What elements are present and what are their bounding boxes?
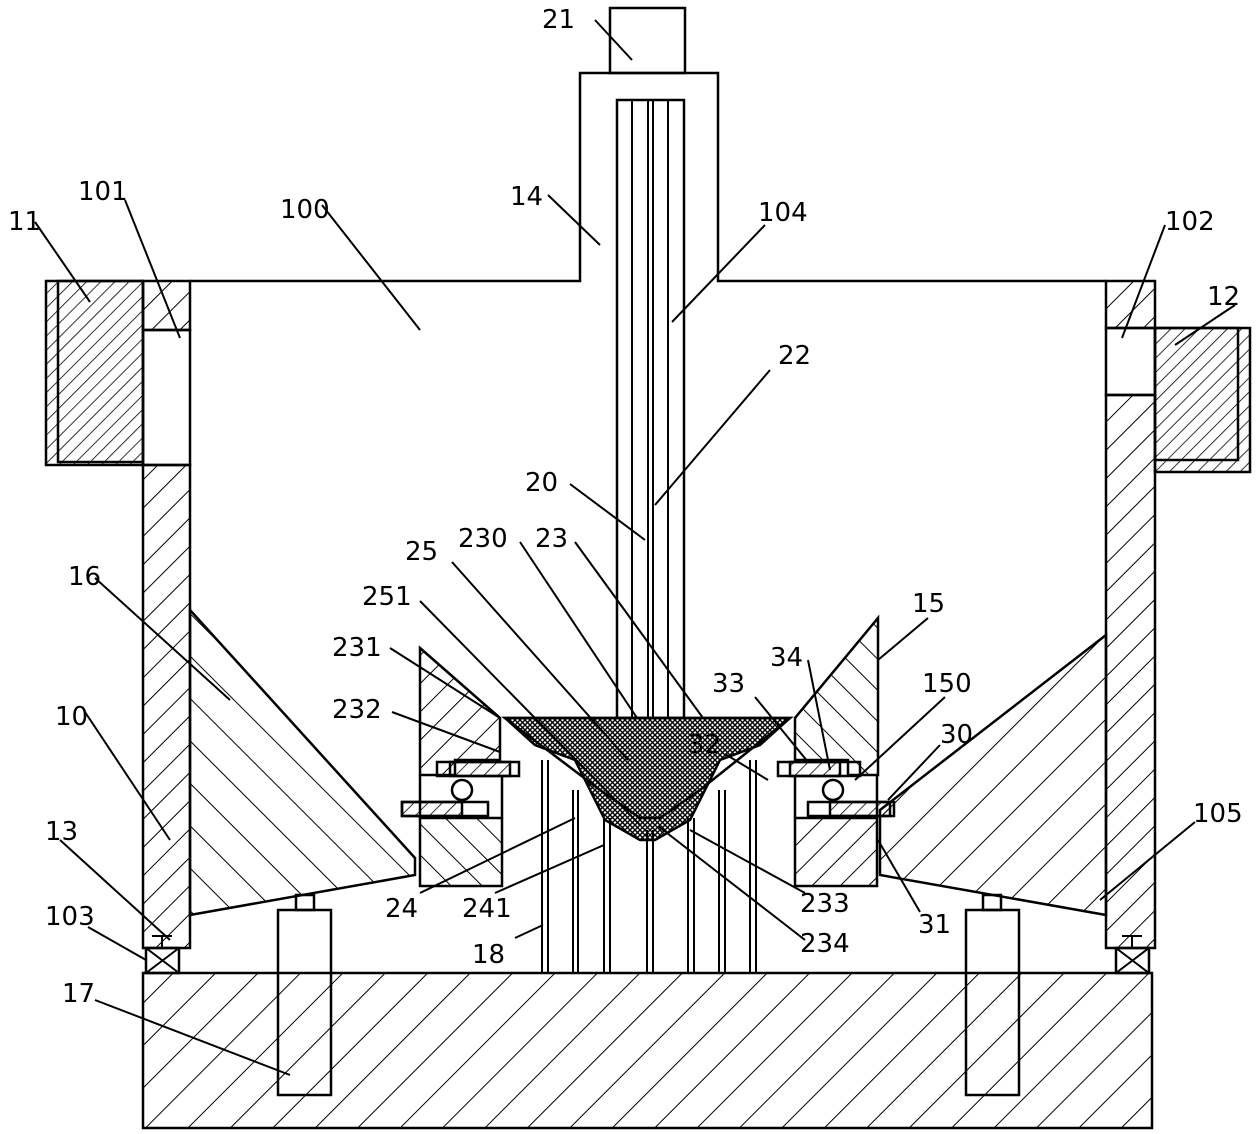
label-23: 23 — [535, 524, 568, 554]
reference-labels: 21 14 104 100 11 101 102 12 22 20 25 230… — [8, 5, 1243, 1009]
label-11: 11 — [8, 207, 41, 237]
casing-wall — [141, 279, 1157, 975]
label-233: 233 — [800, 889, 850, 919]
label-103: 103 — [45, 902, 95, 932]
label-32: 32 — [688, 730, 721, 760]
label-100: 100 — [280, 195, 330, 225]
label-241: 241 — [462, 894, 512, 924]
label-30: 30 — [940, 720, 973, 750]
inlet-pipe — [44, 279, 145, 467]
label-101: 101 — [78, 177, 128, 207]
bearing-assembly — [400, 760, 896, 818]
label-251: 251 — [362, 582, 412, 612]
label-232: 232 — [332, 695, 382, 725]
label-104: 104 — [758, 198, 808, 228]
label-234: 234 — [800, 929, 850, 959]
label-34: 34 — [770, 643, 803, 673]
flow-channels — [541, 760, 757, 973]
sealing-ring — [501, 716, 794, 842]
label-102: 102 — [1165, 207, 1215, 237]
label-150: 150 — [922, 669, 972, 699]
label-24: 24 — [385, 894, 418, 924]
label-17: 17 — [62, 979, 95, 1009]
base-plate — [141, 893, 1154, 1130]
label-22: 22 — [778, 341, 811, 371]
left-cone-block — [188, 606, 417, 917]
label-25: 25 — [405, 537, 438, 567]
right-cone-block — [878, 632, 1108, 917]
label-13: 13 — [45, 817, 78, 847]
label-18: 18 — [472, 940, 505, 970]
label-10: 10 — [55, 702, 88, 732]
label-20: 20 — [525, 468, 558, 498]
top-cover — [190, 6, 1106, 283]
stem — [615, 98, 686, 720]
label-33: 33 — [712, 669, 745, 699]
label-12: 12 — [1207, 282, 1240, 312]
label-15: 15 — [912, 589, 945, 619]
label-14: 14 — [510, 182, 543, 212]
label-21: 21 — [542, 5, 575, 35]
label-231: 231 — [332, 633, 382, 663]
label-105: 105 — [1193, 799, 1243, 829]
leader-lines — [34, 19, 1236, 1076]
label-16: 16 — [68, 562, 101, 592]
outlet-pipe — [1153, 326, 1252, 474]
label-230: 230 — [458, 524, 508, 554]
label-31: 31 — [918, 910, 951, 940]
